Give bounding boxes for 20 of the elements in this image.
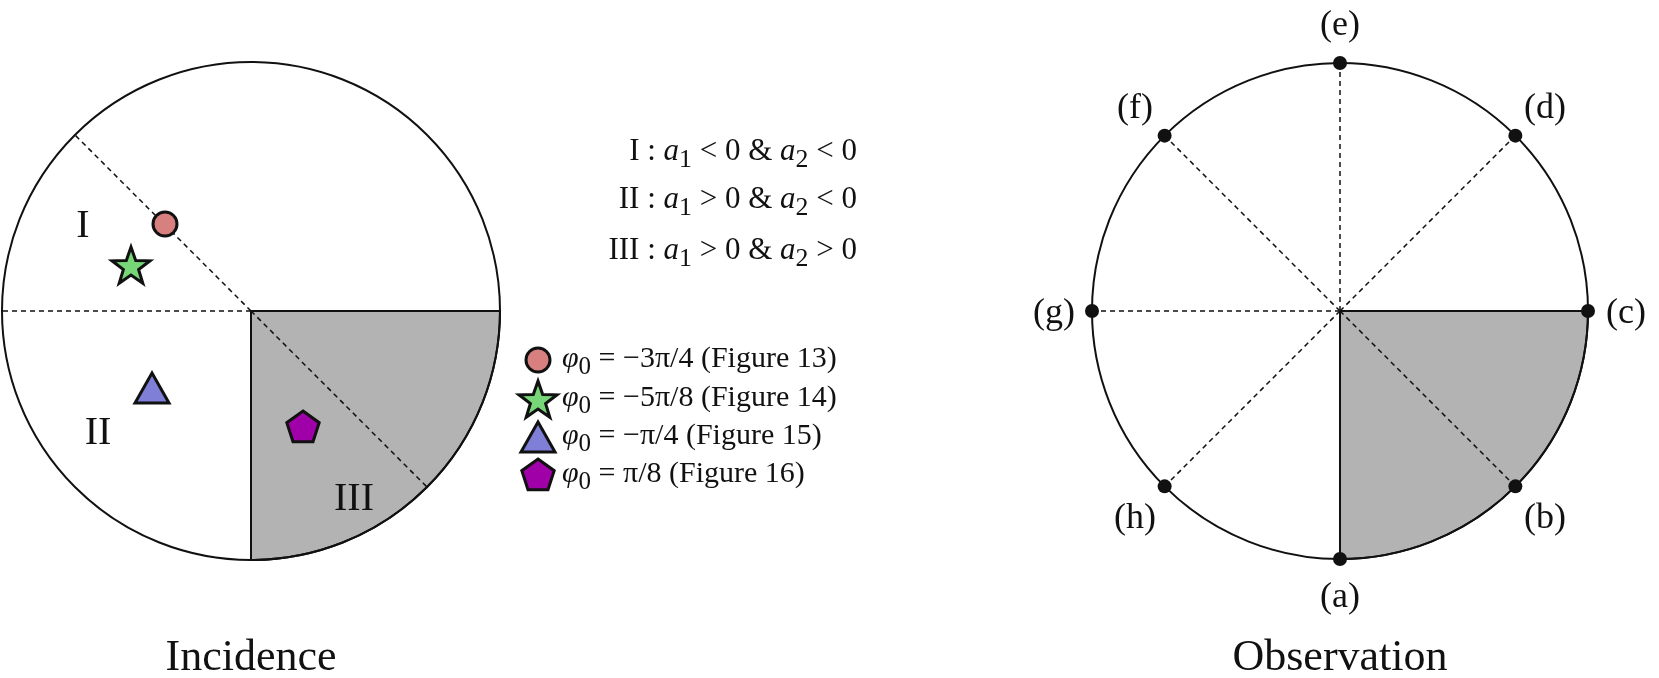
region-condition: III : a$_{1}$ > 0 & a$_{2}$ > 0 <box>608 233 857 271</box>
legend-text: φ$_{0}$ = −π/4 (Figure 15) <box>562 419 822 455</box>
region-label: III <box>334 477 374 517</box>
region-label: I <box>76 204 90 244</box>
point-label: (a) <box>1320 577 1360 613</box>
region-condition: II : a$_{1}$ > 0 & a$_{2}$ < 0 <box>618 182 857 220</box>
legend-text: φ$_{0}$ = π/8 (Figure 16) <box>562 457 805 493</box>
point-label: (e) <box>1320 5 1360 41</box>
legend-text: φ$_{0}$ = −5π/8 (Figure 14) <box>562 381 837 417</box>
region-label: II <box>84 411 112 451</box>
point-label: (h) <box>1113 498 1156 535</box>
point-label: (c) <box>1606 293 1646 329</box>
panel-caption: Incidence <box>165 634 337 678</box>
point-label: (d) <box>1524 87 1567 124</box>
point-label: (b) <box>1524 498 1567 535</box>
panel-caption: Observation <box>1232 634 1448 678</box>
point-label: (g) <box>1033 293 1075 329</box>
region-condition: I : a$_{1}$ < 0 & a$_{2}$ < 0 <box>629 134 857 172</box>
point-label: (f) <box>1116 87 1153 124</box>
legend-text: φ$_{0}$ = −3π/4 (Figure 13) <box>562 342 837 378</box>
